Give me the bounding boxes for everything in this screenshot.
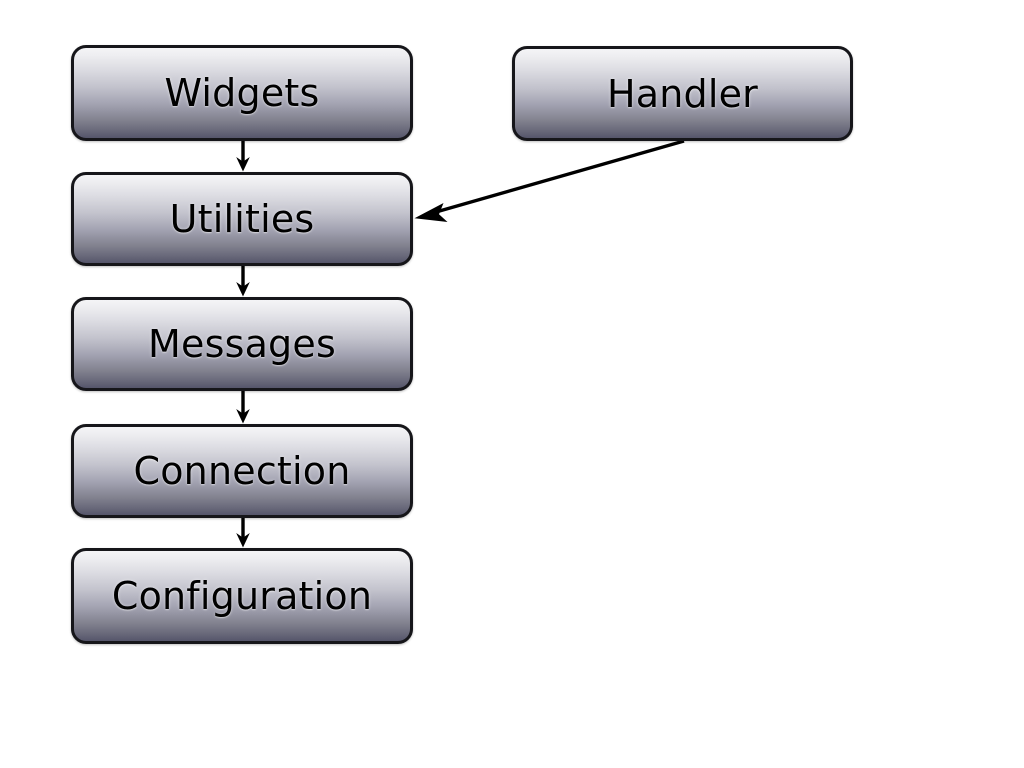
- node-label-widgets: Widgets: [164, 71, 320, 115]
- node-configuration[interactable]: Configuration: [71, 548, 413, 644]
- edge-utilities-to-messages: [236, 266, 250, 297]
- edge-line: [435, 139, 685, 214]
- edge-messages-to-connection: [236, 391, 250, 424]
- edge-connection-to-configuration: [236, 518, 250, 548]
- arrowhead-icon: [236, 157, 250, 172]
- arrowhead-icon: [236, 409, 250, 424]
- node-connection[interactable]: Connection: [71, 424, 413, 518]
- node-utilities[interactable]: Utilities: [71, 172, 413, 266]
- node-label-handler: Handler: [606, 71, 759, 116]
- node-label-utilities: Utilities: [169, 197, 315, 241]
- arrowhead-icon: [414, 203, 448, 222]
- node-label-configuration: Configuration: [111, 574, 373, 618]
- node-label-connection: Connection: [133, 449, 351, 493]
- arrowhead-icon: [236, 282, 250, 297]
- edge-widgets-to-utilities: [236, 141, 250, 172]
- arrowhead-icon: [236, 533, 250, 548]
- edge-handler-to-utilities: [414, 139, 685, 222]
- node-handler[interactable]: Handler: [512, 46, 853, 141]
- node-label-messages: Messages: [148, 322, 336, 366]
- node-widgets[interactable]: Widgets: [71, 45, 413, 141]
- node-messages[interactable]: Messages: [71, 297, 413, 391]
